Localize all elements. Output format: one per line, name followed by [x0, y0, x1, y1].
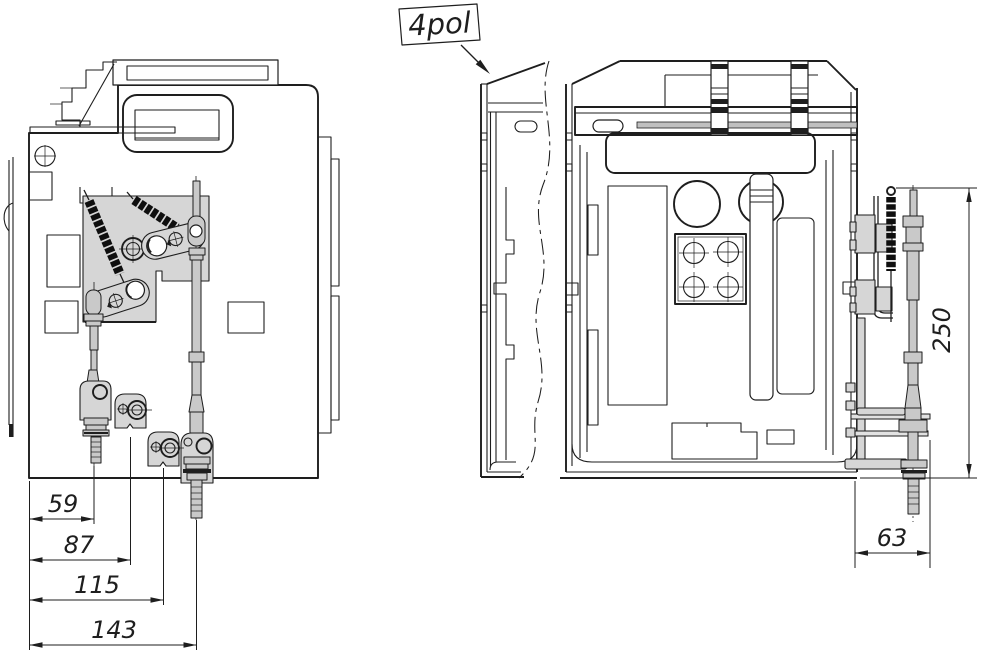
rear-terminal-pads [317, 136, 340, 434]
dimension-87: 87 [29, 531, 131, 563]
dimension-63: 63 [854, 440, 931, 568]
dimension-59: 59 [29, 490, 94, 522]
dim-label-115: 115 [74, 571, 120, 599]
left-side-view [3, 59, 340, 522]
bottom-connector [671, 422, 758, 460]
lifting-strap-right [790, 60, 809, 136]
dimension-143: 143 [29, 616, 197, 648]
top-left-step-profile [29, 61, 176, 134]
callout-box [398, 3, 481, 46]
left-panel [607, 185, 668, 406]
body-outline [28, 84, 319, 479]
inner-frame-left [565, 145, 599, 458]
round-opening [673, 180, 721, 228]
callout-label: 4pol [407, 5, 471, 42]
hole-1 [679, 238, 709, 268]
left-edge-notch [29, 171, 53, 201]
interlock-bracket-1 [114, 393, 152, 429]
left-latch-strip [3, 157, 14, 437]
shaft-with-bar [738, 173, 784, 401]
dimension-250: 250 [860, 187, 977, 479]
adjusting-rod [898, 185, 928, 522]
bottom-small-opening [766, 429, 795, 445]
interlock-bracket-2 [147, 431, 184, 467]
hole-4 [713, 272, 743, 302]
dimension-group-right: 250 63 [854, 187, 977, 568]
faceplate [605, 132, 816, 174]
lower-lever [88, 278, 150, 318]
right-drive-rod [180, 176, 214, 522]
front-view [560, 60, 858, 479]
inner-frame-right [825, 150, 856, 455]
four-hole-plate [674, 233, 747, 305]
callout-4pol: 4pol [398, 3, 490, 74]
dim-label-87: 87 [64, 531, 95, 559]
lifting-strap-left [710, 60, 729, 136]
dim-label-250: 250 [928, 307, 956, 353]
fourth-pole-section [480, 60, 551, 479]
inspection-window [122, 94, 234, 153]
side-mechanism [844, 185, 931, 522]
tension-spring [886, 186, 896, 322]
center-cutout [227, 301, 265, 334]
break-line [518, 60, 551, 479]
left-cavity-upper [46, 234, 81, 288]
left-rod-clevis-bracket [79, 380, 112, 421]
dim-label-59: 59 [48, 490, 79, 518]
callout-arrowhead [475, 59, 490, 74]
left-cavity-lower [44, 300, 79, 334]
mechanism-blocks [849, 214, 893, 315]
dim-label-63: 63 [877, 524, 908, 552]
dimension-group-left: 59 87 115 143 [29, 437, 197, 650]
dim-label-143: 143 [91, 616, 137, 644]
left-pull-rod [79, 282, 112, 470]
right-panel [776, 217, 815, 395]
hole-3 [679, 272, 709, 302]
dimension-115: 115 [29, 571, 164, 603]
top-terminal-bar [112, 59, 279, 86]
callout-leader [460, 44, 480, 64]
hole-2 [713, 237, 743, 267]
mounting-hole [34, 145, 56, 167]
